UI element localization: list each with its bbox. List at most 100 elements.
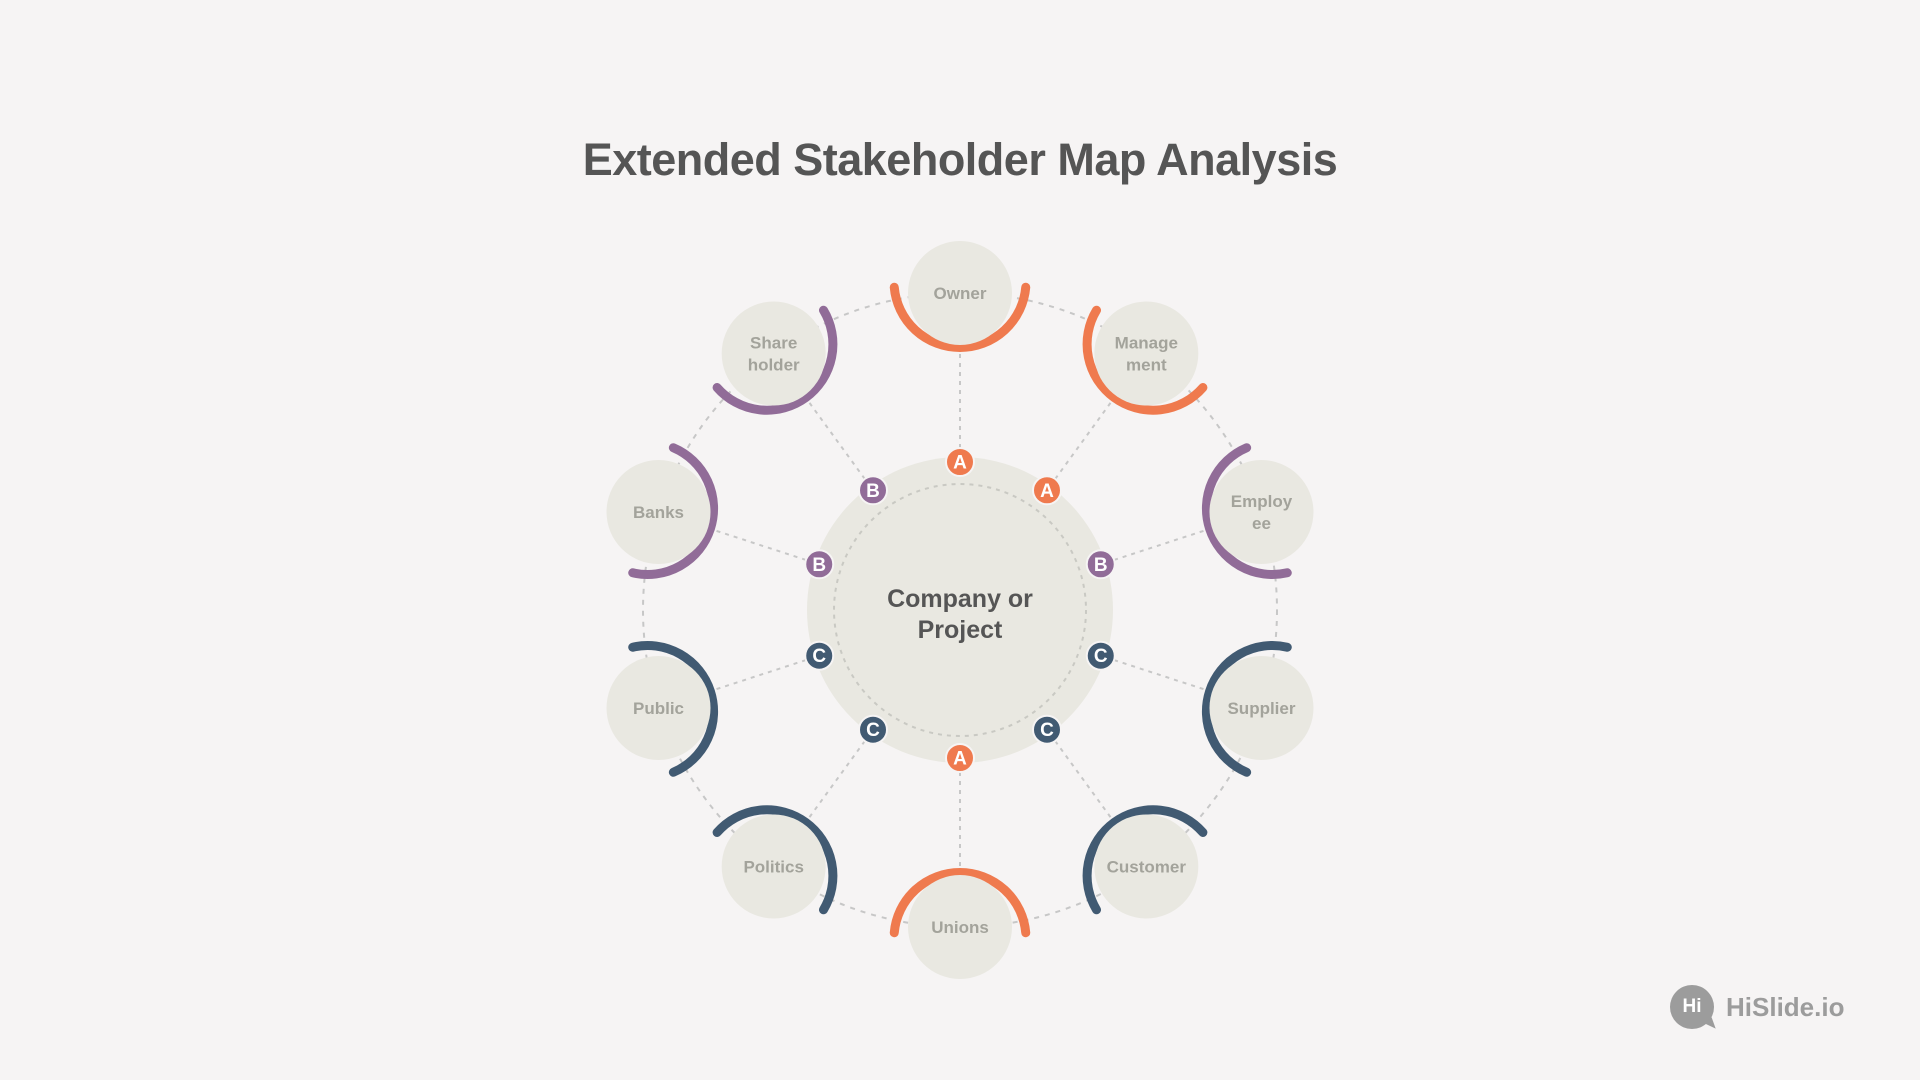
stakeholder-label-banks: Banks [633,503,684,522]
category-arc-supplier [1201,641,1292,777]
stakeholder-label-public: Public [633,699,684,718]
category-arc-public [628,641,719,777]
connector-line-management [1054,399,1114,480]
stakeholder-politics: Politics [712,805,838,919]
category-arc-owner [889,282,1031,352]
stakeholder-circle-politics [721,814,826,919]
stakeholder-management: Manage ment [1082,301,1208,415]
stakeholder-employee: Employ ee [1201,443,1314,579]
stakeholder-customer: Customer [1082,805,1208,919]
category-badge-employee: B [1085,549,1116,580]
connector-line-supplier [1113,659,1207,691]
stakeholder-unions: Unions [889,868,1031,979]
logo-badge-text: Hi [1682,996,1702,1017]
category-badge-shareholder: B [858,475,889,506]
connector-line-banks [713,529,807,561]
category-badge-customer: C [1031,714,1062,745]
category-badges-layer: A A B C C A C C B B [804,447,1116,773]
badge-circle [945,743,975,773]
badge-circle [1031,475,1062,506]
stakeholder-label-owner: Owner [934,284,987,303]
center-label-line: Project [918,616,1003,644]
category-arc-shareholder [712,305,838,415]
category-arc-politics [712,805,838,915]
badge-letter: C [866,720,880,741]
connector-line-employee [1113,529,1207,561]
stakeholder-label-line: Employ [1231,492,1293,511]
stakeholder-label-line: ment [1126,356,1167,375]
stakeholder-circle-employee [1209,460,1314,565]
stakeholder-label-line: Owner [934,284,987,303]
badge-circle [858,714,889,745]
stakeholder-label-employee: Employ ee [1231,492,1293,533]
stakeholder-label-supplier: Supplier [1227,699,1295,718]
connector-line-customer [1054,740,1114,821]
badge-letter: B [866,481,880,502]
category-arc-customer [1082,805,1208,915]
stakeholder-circle-public [606,655,711,760]
stakeholder-label-line: Supplier [1227,699,1295,718]
connector-lines-layer [713,351,1207,869]
stakeholder-label-line: Manage [1115,334,1178,353]
stakeholder-label-line: Politics [743,857,803,876]
category-badge-public: C [804,640,835,671]
badge-letter: A [953,453,967,474]
badge-letter: A [953,749,967,770]
category-badge-unions: A [945,743,975,773]
logo-text: HiSlide.io [1726,991,1845,1022]
stakeholder-label-line: Public [633,699,684,718]
badge-circle [858,475,889,506]
category-badge-banks: B [804,549,835,580]
stakeholder-label-management: Manage ment [1115,334,1178,375]
stakeholder-circle-management [1094,301,1199,406]
stakeholder-label-line: holder [748,356,800,375]
badge-circle [945,447,975,477]
badge-letter: B [1094,555,1108,576]
stakeholder-public: Public [606,641,719,777]
badge-letter: A [1040,481,1054,502]
category-arc-banks [628,443,719,579]
connector-line-public [713,659,807,691]
badge-circle [1031,714,1062,745]
badge-circle [804,640,835,671]
category-badge-management: A [1031,475,1062,506]
center-hub: Company or Project [807,457,1113,763]
category-arc-unions [889,868,1031,938]
stakeholder-label-customer: Customer [1107,857,1187,876]
connector-line-politics [806,740,866,821]
category-arc-management [1082,305,1208,415]
stakeholder-circle-shareholder [721,301,826,406]
badge-letter: B [812,555,826,576]
stakeholder-circle-supplier [1209,655,1314,760]
stakeholder-circle-unions [908,875,1012,979]
stakeholder-label-line: Customer [1107,857,1187,876]
speech-bubble-icon: Hi [1670,985,1714,1029]
stakeholder-owner: Owner [889,241,1031,352]
stakeholder-circle-owner [908,241,1012,345]
stakeholder-label-line: ee [1252,514,1271,533]
slide-title: Extended Stakeholder Map Analysis [582,134,1338,185]
stakeholder-label-line: Unions [931,918,989,937]
badge-letter: C [1040,720,1054,741]
stakeholder-label-line: Banks [633,503,684,522]
category-badge-supplier: C [1085,640,1116,671]
badge-circle [804,549,835,580]
center-circle [807,457,1113,763]
category-badge-politics: C [858,714,889,745]
category-arc-employee [1201,443,1292,579]
connector-line-shareholder [806,399,866,480]
category-badge-owner: A [945,447,975,477]
badge-letter: C [812,646,826,667]
center-label-line: Company or [887,585,1033,613]
stakeholder-circle-customer [1094,814,1199,919]
stakeholder-circle-banks [606,460,711,565]
center-inner-dashed-ring [833,483,1087,737]
stakeholder-label-politics: Politics [743,857,803,876]
stakeholder-supplier: Supplier [1201,641,1314,777]
badge-circle [1085,549,1116,580]
badge-circle [1085,640,1116,671]
